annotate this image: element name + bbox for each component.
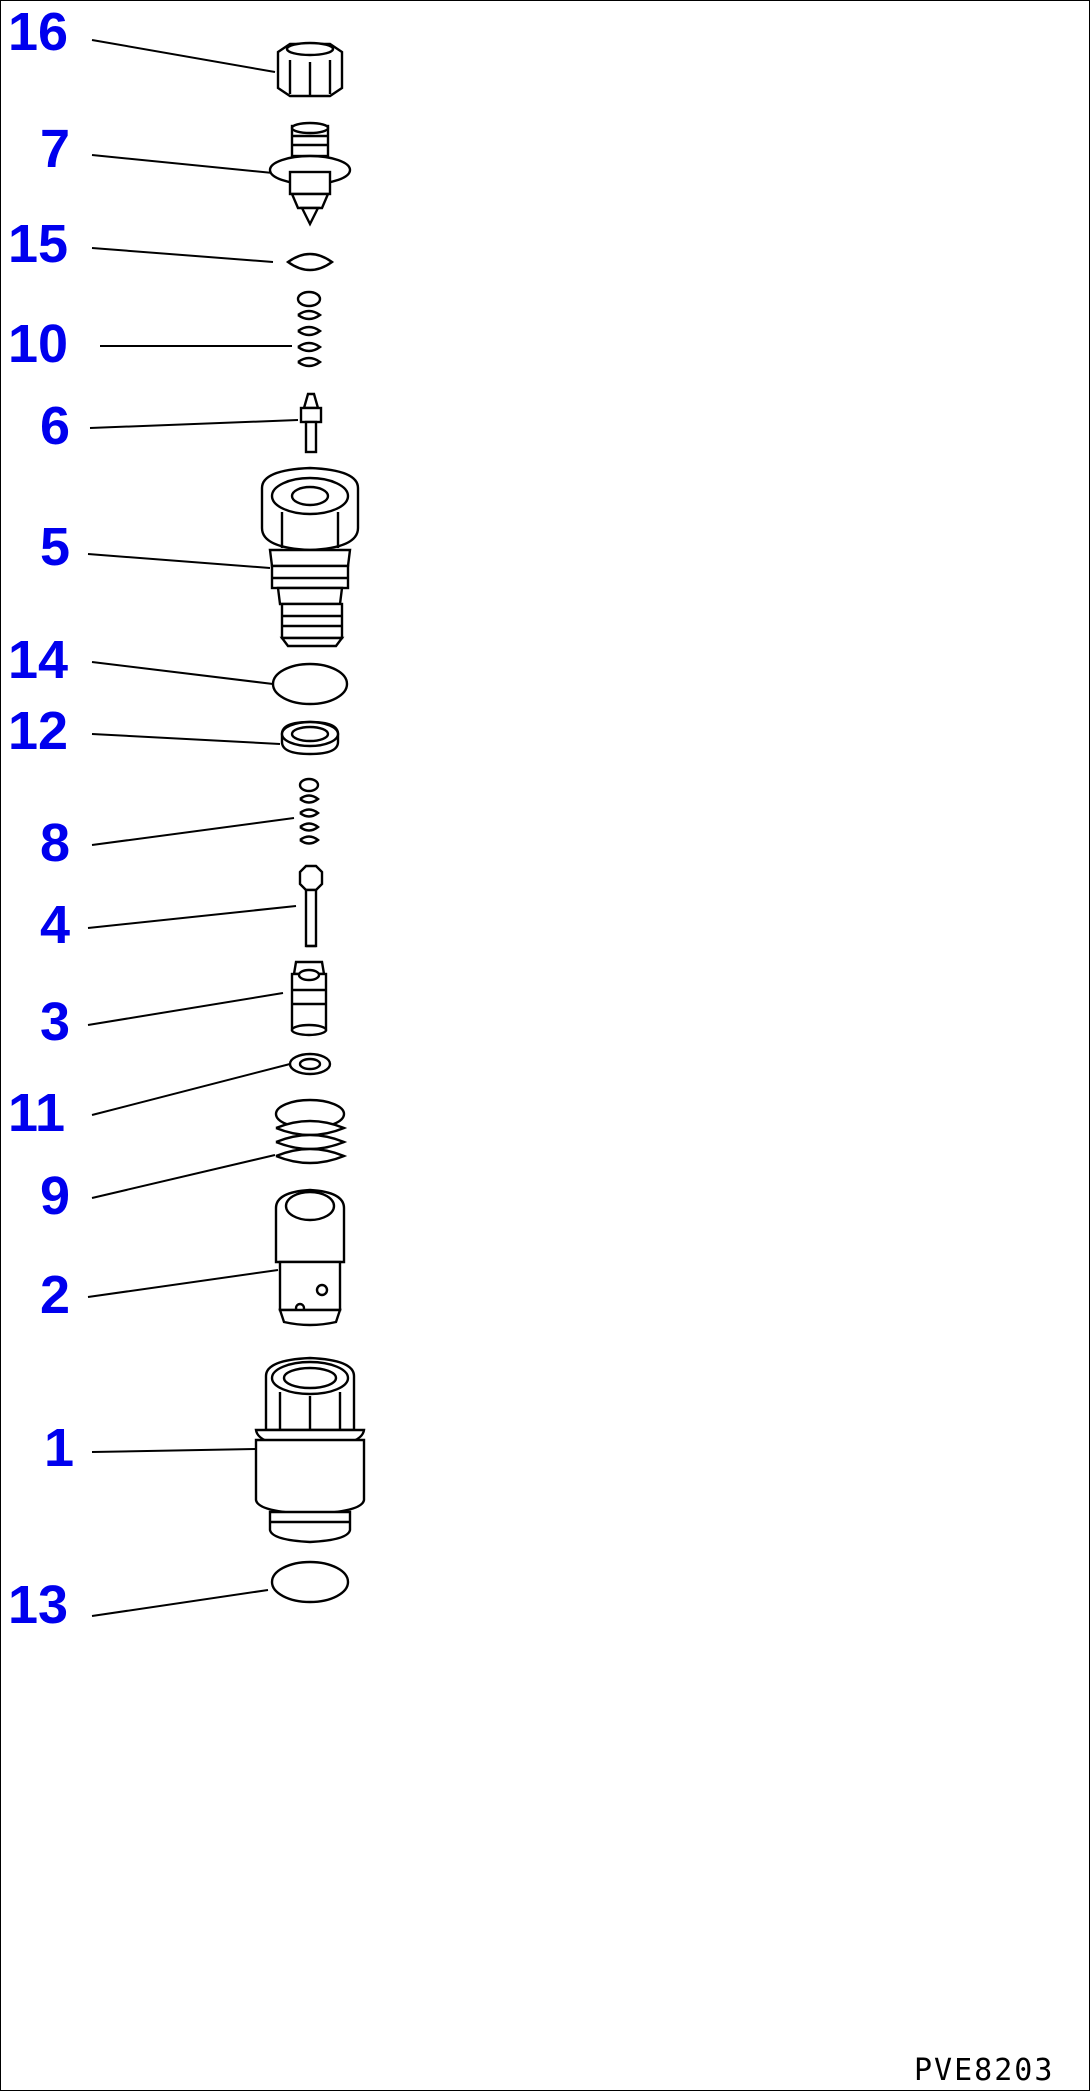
callout-12: 12 [8, 701, 68, 761]
callout-3: 3 [40, 992, 70, 1052]
drawing-code: PVE8203 [914, 2053, 1054, 2088]
callout-9: 9 [40, 1166, 70, 1226]
part-12-backup-ring [280, 720, 340, 756]
leader-9 [91, 1154, 276, 1199]
part-11-seal-ring [288, 1052, 332, 1076]
part-7-adjusting-screw [268, 121, 352, 227]
leader-16 [91, 39, 276, 73]
callout-16: 16 [8, 2, 68, 62]
callout-7: 7 [40, 119, 70, 179]
part-9-spring-large [274, 1098, 348, 1165]
part-4-pin [298, 864, 324, 948]
part-16-nut [276, 41, 344, 98]
leader-4 [87, 905, 297, 929]
leader-13 [91, 1589, 269, 1617]
callout-15: 15 [8, 214, 68, 274]
callout-6: 6 [40, 396, 70, 456]
leader-12 [91, 733, 281, 745]
callout-4: 4 [40, 895, 70, 955]
leader-6 [89, 419, 299, 429]
callout-labels: 16 7 15 10 6 5 14 12 8 4 3 11 9 2 1 13 [8, 2, 74, 1635]
callout-11: 11 [8, 1083, 65, 1143]
leader-8 [91, 817, 295, 846]
callout-1: 1 [44, 1418, 74, 1478]
callout-5: 5 [40, 517, 70, 577]
part-13-o-ring-bottom [270, 1560, 350, 1604]
leader-3 [87, 992, 284, 1026]
leader-15 [91, 247, 274, 263]
leader-1 [91, 1448, 256, 1453]
leader-14 [91, 661, 274, 685]
leader-5 [87, 553, 271, 569]
leader-2 [87, 1269, 279, 1298]
part-2-main-poppet [274, 1188, 346, 1327]
callout-13: 13 [8, 1575, 68, 1635]
callout-10: 10 [8, 314, 68, 374]
leader-11 [91, 1063, 291, 1116]
part-6-pilot-poppet [299, 392, 323, 454]
part-15-o-ring-small [285, 252, 335, 272]
part-3-piston [290, 960, 328, 1037]
callout-8: 8 [40, 813, 70, 873]
leader-lines [87, 39, 299, 1617]
callout-2: 2 [40, 1265, 70, 1325]
part-10-spring-upper [296, 290, 323, 368]
part-8-spring-middle [298, 777, 320, 845]
leader-7 [91, 154, 274, 174]
part-5-valve-body [260, 466, 360, 648]
part-1-sleeve [254, 1356, 366, 1544]
callout-14: 14 [8, 630, 68, 690]
part-14-o-ring [271, 662, 349, 706]
